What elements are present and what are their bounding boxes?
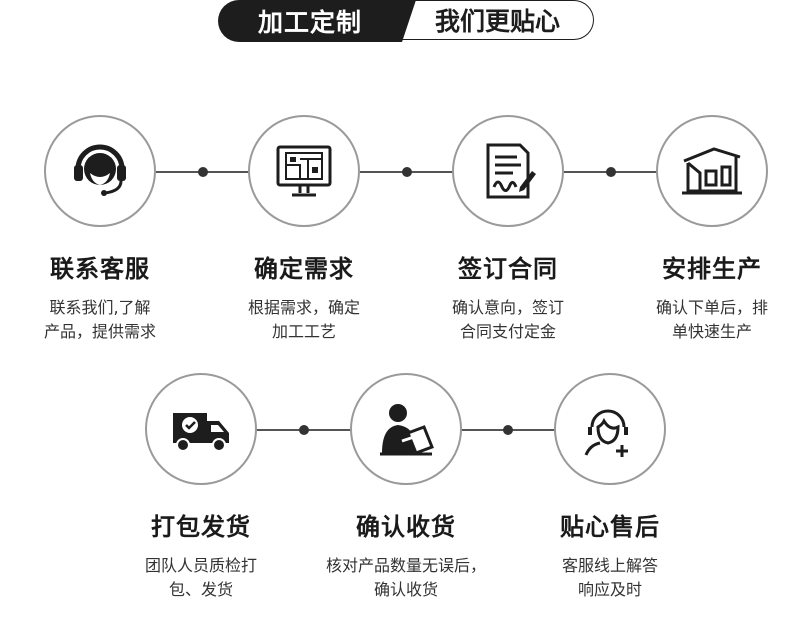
header-left-label: 加工定制 — [218, 0, 416, 42]
step-title: 打包发货 — [151, 513, 251, 541]
step-confirm-requirements: 确定需求 根据需求，确定 加工工艺 — [219, 115, 389, 344]
step-title: 确认收货 — [356, 513, 456, 541]
step-circle — [656, 115, 768, 227]
step-contact-service: 联系客服 联系我们,了解 产品，提供需求 — [15, 115, 185, 344]
desc-line: 团队人员质检打 — [144, 556, 257, 575]
step-desc: 确认下单后，排 单快速生产 — [627, 296, 797, 344]
desc-line: 联系我们,了解 — [49, 298, 151, 317]
support-agent-icon — [584, 409, 628, 457]
step-after-sales: 贴心售后 客服线上解答 响应及时 — [525, 373, 695, 602]
connector-dot — [299, 425, 309, 435]
header-banner: 加工定制 我们更贴心 — [218, 0, 596, 44]
headset-icon — [74, 144, 126, 196]
factory-icon — [682, 147, 742, 195]
desc-line: 合同支付定金 — [459, 322, 556, 341]
step-pack-ship: 打包发货 团队人员质检打 包、发货 — [116, 373, 286, 602]
step-title: 签订合同 — [458, 255, 558, 283]
desc-line: 确认收货 — [373, 580, 438, 599]
desc-line: 客服线上解答 — [561, 556, 658, 575]
step-desc: 根据需求，确定 加工工艺 — [219, 296, 389, 344]
connector-2 — [360, 167, 454, 177]
step-title: 确定需求 — [254, 255, 354, 283]
step-circle — [350, 373, 462, 485]
desc-line: 产品，提供需求 — [43, 322, 156, 341]
step-desc: 联系我们,了解 产品，提供需求 — [15, 296, 185, 344]
desc-line: 响应及时 — [577, 580, 642, 599]
step-title: 贴心售后 — [560, 513, 660, 541]
connector-3 — [564, 167, 658, 177]
connector-dot — [198, 167, 208, 177]
delivery-truck-icon — [173, 413, 229, 452]
step-circle — [248, 115, 360, 227]
desc-line: 单快速生产 — [671, 322, 752, 341]
step-circle — [44, 115, 156, 227]
connector-dot — [606, 167, 616, 177]
connector-dot — [402, 167, 412, 177]
step-desc: 团队人员质检打 包、发货 — [116, 554, 286, 602]
person-document-icon — [380, 404, 434, 456]
desc-line: 加工工艺 — [271, 322, 336, 341]
desc-line: 确认意向，签订 — [451, 298, 564, 317]
desc-line: 确认下单后，排 — [655, 298, 768, 317]
step-sign-contract: 签订合同 确认意向，签订 合同支付定金 — [423, 115, 593, 344]
step-desc: 核对产品数量无误后， 确认收货 — [321, 554, 491, 602]
header-right-label: 我们更贴心 — [388, 0, 594, 40]
step-title: 安排生产 — [662, 255, 762, 283]
step-circle — [145, 373, 257, 485]
step-circle — [554, 373, 666, 485]
step-circle — [452, 115, 564, 227]
step-title: 联系客服 — [50, 255, 150, 283]
connector-5 — [460, 425, 556, 435]
step-desc: 客服线上解答 响应及时 — [525, 554, 695, 602]
desc-line: 核对产品数量无误后， — [325, 556, 486, 575]
step-confirm-receipt: 确认收货 核对产品数量无误后， 确认收货 — [321, 373, 491, 602]
connector-4 — [256, 425, 352, 435]
contract-sign-icon — [486, 143, 536, 199]
connector-dot — [503, 425, 513, 435]
desc-line: 根据需求，确定 — [247, 298, 360, 317]
connector-1 — [156, 167, 250, 177]
desc-line: 包、发货 — [168, 580, 233, 599]
step-arrange-production: 安排生产 确认下单后，排 单快速生产 — [627, 115, 797, 344]
step-desc: 确认意向，签订 合同支付定金 — [423, 296, 593, 344]
monitor-blueprint-icon — [276, 145, 332, 197]
